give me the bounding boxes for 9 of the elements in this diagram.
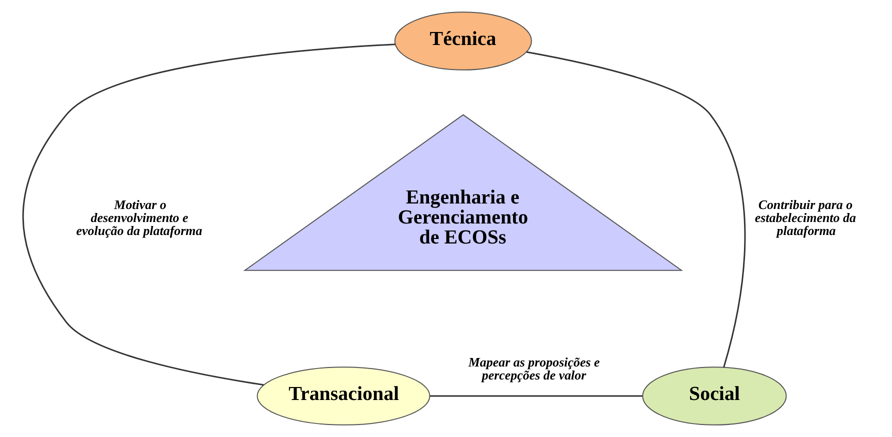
edge-label: Contribuir para o estabelecimento da plataforma	[754, 196, 856, 238]
edge-label: Mapear as proposições e percepções de valor	[468, 354, 600, 382]
node-ellipse: Social	[642, 366, 787, 426]
node-ellipse: Transacional	[256, 366, 430, 426]
connector	[526, 51, 746, 368]
connector	[430, 395, 642, 397]
edge-label: Motivar o desenvolvimento e evolução da plataforma	[76, 196, 202, 238]
connector	[22, 44, 396, 386]
node-ellipse: Técnica	[394, 12, 532, 70]
